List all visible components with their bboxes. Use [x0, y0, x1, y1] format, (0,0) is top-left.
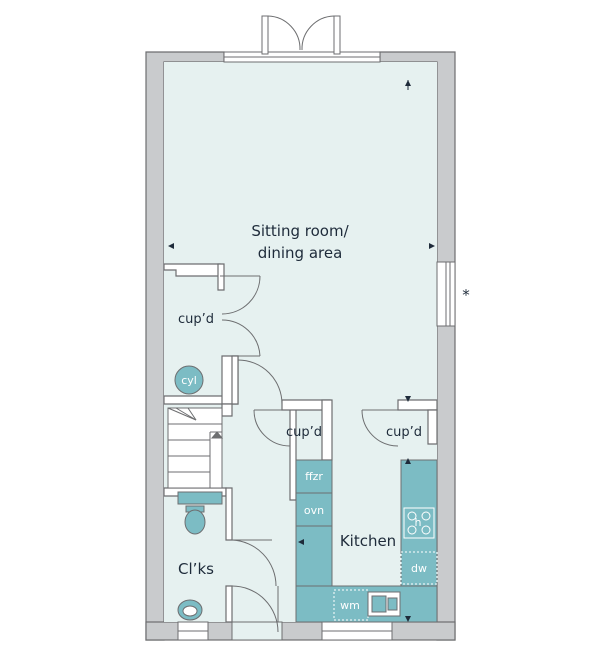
dishwasher-label: dw: [411, 562, 427, 575]
dimension-arrows: [168, 80, 435, 622]
room-label-clks: Cl’ks: [178, 560, 214, 578]
wall-openings: [177, 51, 456, 641]
wc-fittings: [177, 491, 223, 621]
room-label-kitchen: Kitchen: [340, 532, 396, 550]
washing-machine-label: wm: [340, 599, 360, 612]
fridge-freezer-label: ffzr: [305, 470, 323, 483]
cylinder-label: cyl: [181, 374, 197, 387]
cupboard-label-left: cup’d: [178, 312, 214, 327]
patio-doors: [261, 15, 341, 55]
cylinder: cyl: [174, 365, 204, 395]
room-label-sitting-line2: dining area: [258, 244, 343, 262]
oven-label: ovn: [304, 504, 324, 517]
hob-label: h: [415, 516, 422, 529]
cupboard-label-right: cup’d: [386, 425, 422, 440]
side-window: [436, 261, 447, 327]
room-label-sitting-line1: Sitting room/: [251, 222, 349, 240]
staircase: [167, 407, 224, 489]
asterisk-marker: *: [462, 286, 470, 304]
kitchen-units: [295, 459, 438, 623]
cupboard-label-mid: cup’d: [286, 425, 322, 440]
door-swings: [220, 275, 399, 640]
